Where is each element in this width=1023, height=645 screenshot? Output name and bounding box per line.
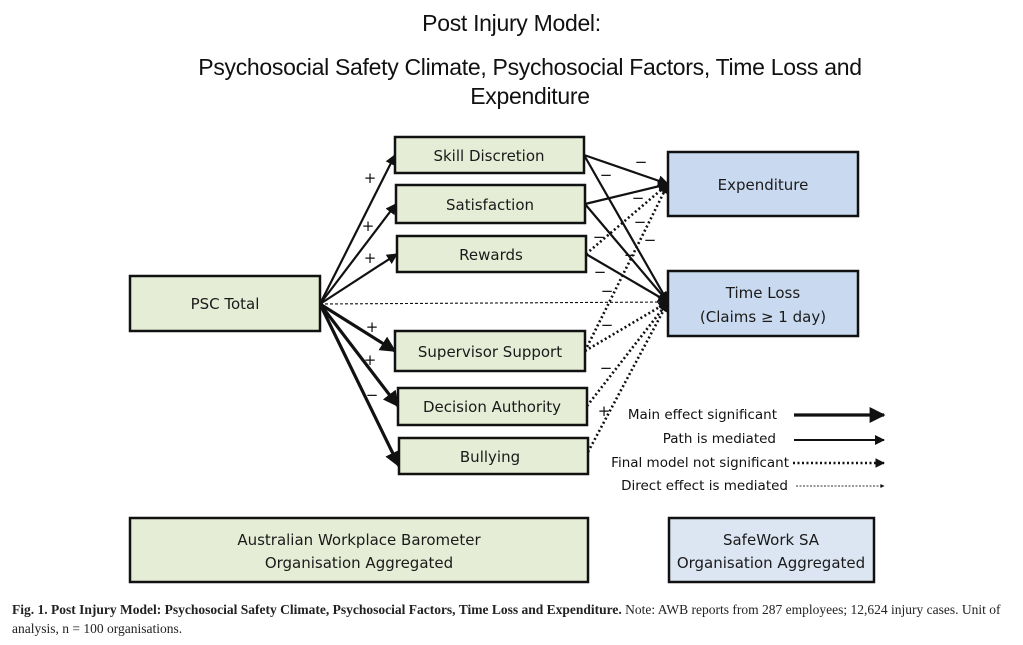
- edge-satisfaction-to-timeloss: [584, 203, 669, 303]
- sign-psc-supervisor: +: [366, 318, 379, 336]
- node-rewards-label: Rewards: [459, 246, 523, 264]
- node-rewards: Rewards: [395, 234, 588, 274]
- edge-decision-to-timeloss: [585, 301, 670, 407]
- figure-caption-bold: Fig. 1. Post Injury Model: Psychosocial …: [12, 602, 622, 617]
- source-safework-line1: SafeWork SA: [723, 531, 820, 549]
- sign-psc-decision: +: [364, 351, 377, 369]
- figure-caption: Fig. 1. Post Injury Model: Psychosocial …: [12, 600, 1017, 638]
- sign-rewards-expenditure: −: [593, 228, 606, 246]
- sign-extra-1: −: [644, 231, 657, 249]
- source-safework-line2: Organisation Aggregated: [677, 554, 865, 572]
- source-safework-box: SafeWork SA Organisation Aggregated: [667, 516, 876, 584]
- sign-psc-rewards: +: [364, 249, 377, 267]
- sign-bullying-timeloss: +: [598, 402, 611, 420]
- edge-psc-to-supervisor: [319, 302, 397, 353]
- source-awb-box: Australian Workplace Barometer Organisat…: [128, 516, 590, 584]
- edge-supervisor-to-timeloss: [584, 300, 669, 353]
- legend-label-not-significant: Final model not significant: [611, 455, 789, 471]
- edge-skill-to-timeloss: [583, 154, 669, 303]
- node-skill-discretion-label: Skill Discretion: [433, 147, 544, 165]
- edge-satisfaction-to-expenditure: [584, 180, 670, 206]
- sign-rewards-timeloss: −: [594, 263, 607, 281]
- edge-psc-to-rewards: [319, 253, 398, 305]
- node-time-loss: Time Loss (Claims ≥ 1 day): [666, 269, 860, 338]
- node-expenditure-label: Expenditure: [718, 176, 809, 194]
- node-psc-total-label: PSC Total: [191, 295, 260, 313]
- node-supervisor-support: Supervisor Support: [393, 329, 587, 373]
- legend-label-mediated: Path is mediated: [663, 431, 776, 447]
- node-psc-total: PSC Total: [128, 274, 322, 333]
- node-supervisor-support-label: Supervisor Support: [418, 343, 562, 361]
- diagram-subtitle: Psychosocial Safety Climate, Psychosocia…: [198, 54, 862, 109]
- legend-label-main: Main effect significant: [628, 407, 777, 423]
- edge-psc-to-skill: [319, 154, 396, 305]
- node-expenditure: Expenditure: [666, 150, 860, 218]
- node-bullying: Bullying: [397, 436, 590, 476]
- node-satisfaction-label: Satisfaction: [446, 196, 534, 214]
- sign-psc-satisfaction: +: [362, 217, 375, 235]
- sign-decision-timeloss: −: [600, 359, 613, 377]
- node-time-loss-sublabel: (Claims ≥ 1 day): [700, 308, 826, 326]
- legend: Main effect significant Path is mediated…: [611, 407, 886, 494]
- edges-layer: [318, 153, 670, 468]
- edge-psc-to-bullying: [318, 303, 401, 468]
- sign-psc-bullying: −: [366, 386, 379, 404]
- edge-bullying-to-timeloss: [586, 301, 670, 453]
- node-decision-authority-label: Decision Authority: [423, 398, 561, 416]
- node-time-loss-label: Time Loss: [725, 284, 801, 302]
- edge-psc-to-satisfaction: [319, 203, 397, 305]
- figure-caption-note: Note: AWB reports from 287 employees; 12…: [12, 602, 1001, 636]
- node-bullying-label: Bullying: [460, 448, 520, 466]
- sign-skill-timeloss: −: [600, 166, 613, 184]
- sign-extra-2: −: [601, 282, 614, 300]
- sign-extra-3: −: [624, 246, 637, 264]
- sign-psc-skill: +: [364, 169, 377, 187]
- legend-label-direct-mediated: Direct effect is mediated: [621, 478, 788, 494]
- diagram-title: Post Injury Model:: [422, 10, 601, 36]
- sign-satisfaction-timeloss: −: [634, 213, 647, 231]
- sign-satisfaction-expenditure: −: [632, 189, 645, 207]
- edge-rewards-to-timeloss: [585, 253, 669, 303]
- node-satisfaction: Satisfaction: [394, 183, 587, 225]
- edge-psc-to-timeloss: [319, 299, 669, 305]
- sign-skill-expenditure: −: [635, 153, 648, 171]
- edge-psc-to-decision: [318, 303, 400, 408]
- edge-skill-to-expenditure: [583, 153, 670, 186]
- edge-supervisor-to-expenditure: [583, 183, 670, 352]
- sign-supervisor-timeloss: −: [601, 316, 614, 334]
- node-skill-discretion: Skill Discretion: [393, 135, 586, 175]
- source-awb-line2: Organisation Aggregated: [265, 554, 453, 572]
- node-decision-authority: Decision Authority: [396, 386, 589, 427]
- source-awb-line1: Australian Workplace Barometer: [237, 531, 481, 549]
